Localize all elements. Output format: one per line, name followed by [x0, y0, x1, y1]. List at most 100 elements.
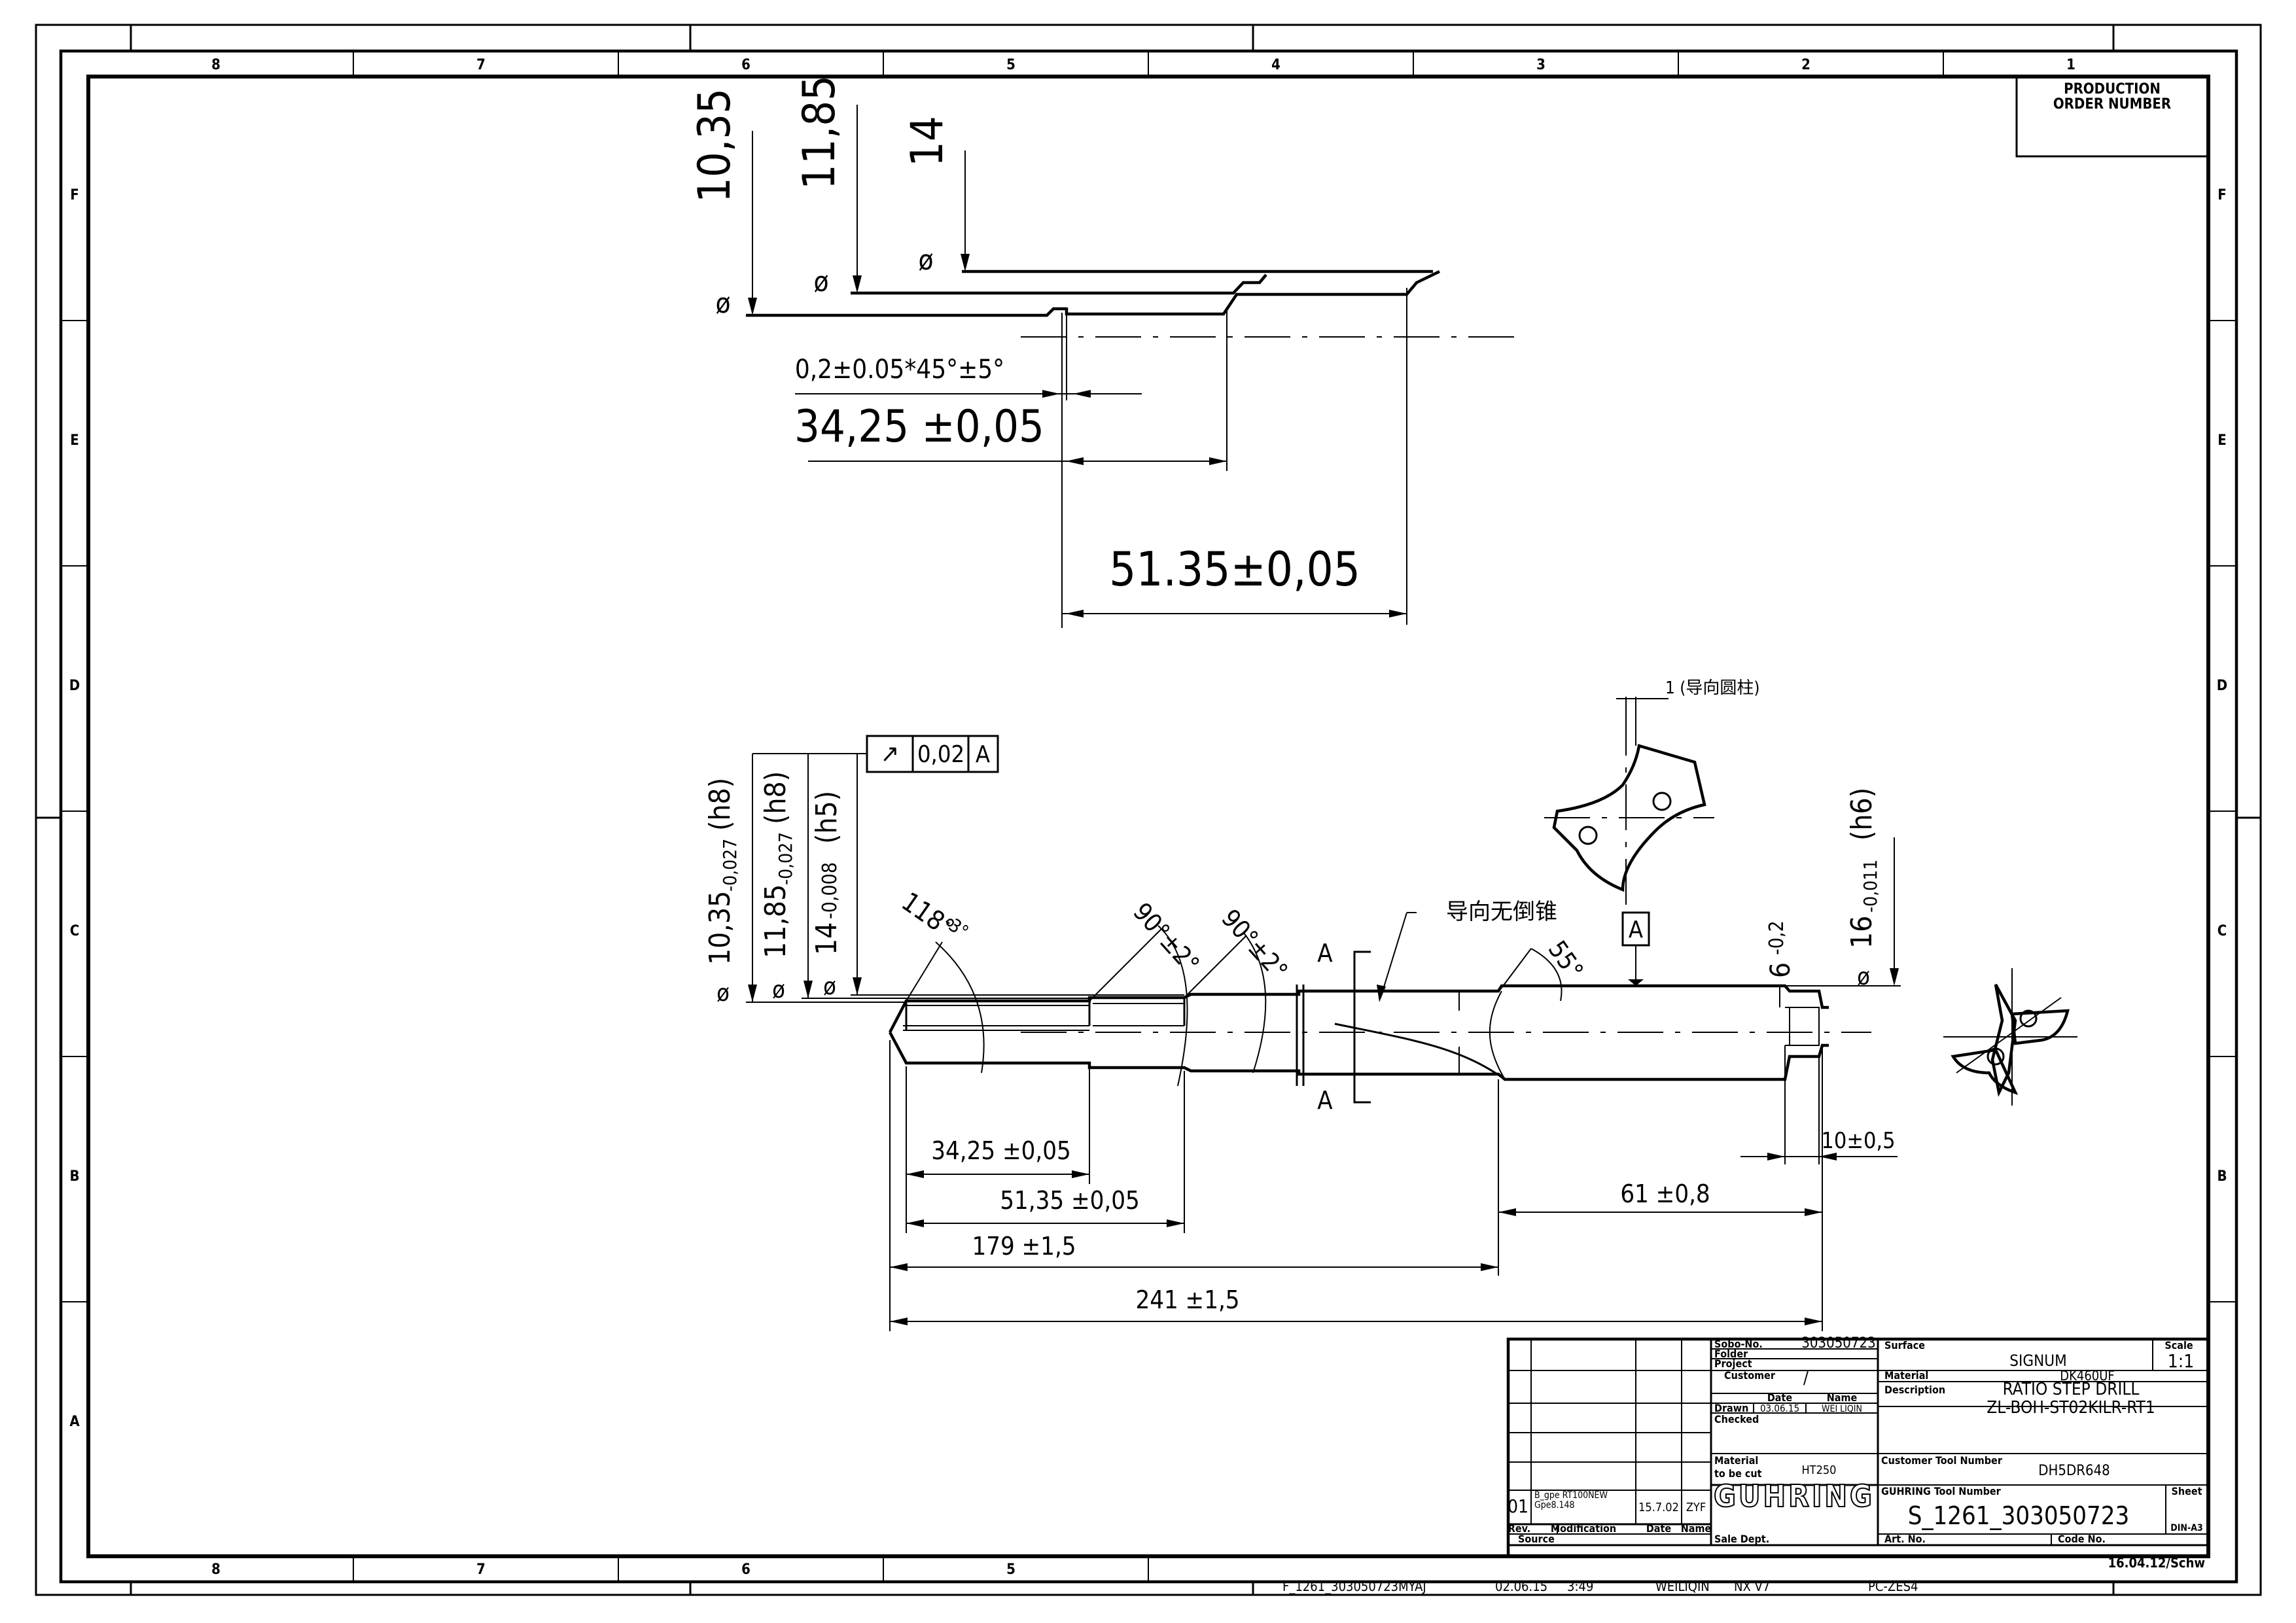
detail-dia-value-1: 10,35	[689, 88, 741, 203]
material-cut-label: Material	[1714, 1454, 1758, 1467]
zone-label-top-2: 2	[1801, 57, 1810, 73]
footer-user: WEILIQIN	[1655, 1579, 1710, 1594]
customer-tool-value: DH5DR648	[2038, 1463, 2110, 1479]
main-dia-1-fit: (h8)	[703, 778, 737, 831]
main-dia-3-tol: -0,008	[819, 862, 841, 919]
sale-dept-label: Sale Dept.	[1714, 1533, 1769, 1545]
guhring-logo: GUHRING	[1714, 1478, 1875, 1514]
runout-value: 0,02	[917, 741, 964, 768]
detail-profile-step2	[851, 273, 1267, 295]
detail-length-dim-1: 34,25 ±0,05	[794, 401, 1044, 453]
surface-value: SIGNUM	[2009, 1352, 2066, 1370]
description-label: Description	[1884, 1384, 1945, 1396]
zone-label-left-C: C	[70, 923, 80, 939]
main-dia-symbol-1: ø	[716, 980, 730, 1007]
detail-dia-value-3: 14	[902, 116, 953, 167]
customer-tool-label: Customer Tool Number	[1881, 1454, 2003, 1467]
rev-modification-1: B_gpe RT100NEW	[1534, 1490, 1608, 1501]
end-view-hole-1	[1987, 1047, 2005, 1066]
rev-modification-2: Gpe8.148	[1534, 1500, 1575, 1510]
drill-body	[889, 984, 1829, 1086]
zone-label-right-C: C	[2217, 923, 2227, 939]
main-dia-3-value: 14	[810, 922, 843, 955]
folder-label: Folder	[1714, 1348, 1748, 1360]
zone-label-right-B: B	[2217, 1168, 2227, 1185]
zone-label-left-A: A	[69, 1414, 80, 1430]
zone-label-top-5: 5	[1006, 57, 1016, 73]
zone-grid: 8 7 6 5 4 3 2 1 8 7 6 5 F E D C B A F E …	[61, 51, 2236, 1582]
material-cut-value: HT250	[1802, 1463, 1837, 1477]
main-dia-label-3: 14 -0,008 (h5)	[810, 791, 843, 955]
end-view	[1943, 968, 2077, 1106]
modification-label: Modification	[1551, 1522, 1616, 1535]
shank-dia-fit: (h6)	[1845, 788, 1879, 841]
zone-label-left-F: F	[70, 187, 79, 203]
drawn-label: Drawn	[1714, 1402, 1748, 1414]
main-dia-2-tol: -0,027	[775, 832, 796, 885]
footer: F_1261_303050723MYAJ 02.06.15 3:49 WEILI…	[1282, 1579, 1918, 1594]
rev-label: Rev.	[1508, 1522, 1530, 1535]
main-dia-label-1: 10,35 -0,027 (h8)	[703, 778, 741, 965]
zone-label-top-8: 8	[211, 57, 221, 73]
zone-label-bottom-7: 7	[476, 1562, 486, 1578]
zone-label-left-E: E	[70, 432, 79, 449]
shank-dia-value: 16	[1845, 916, 1879, 949]
detail-length-dim-2: 51.35±0,05	[1109, 542, 1360, 597]
zone-label-top-1: 1	[2066, 57, 2075, 73]
zone-label-top-6: 6	[741, 57, 751, 73]
art-no-label: Art. No.	[1884, 1533, 1926, 1545]
flat-depth-value: 6	[1764, 962, 1796, 978]
end-view-hole-2	[2019, 1009, 2038, 1028]
detail-dia-symbol-2: ø	[813, 266, 828, 298]
runout-symbol: ↗	[881, 739, 900, 768]
flat-length-dim: 10±0,5	[1821, 1128, 1895, 1154]
detail-dia-symbol-3: ø	[918, 244, 933, 276]
sheet-label: Sheet	[2171, 1485, 2202, 1497]
detail-chamfer-dim: 0,2±0.05*45°±5°	[795, 355, 1004, 385]
drawn-name: WEI LIQIN	[1822, 1404, 1862, 1414]
main-dim-61: 61 ±0,8	[1620, 1179, 1710, 1208]
coolant-hole-2	[1578, 826, 1598, 845]
zone-label-right-E: E	[2217, 432, 2227, 449]
title-block: 01 B_gpe RT100NEW Gpe8.148 15.7.02 ZYF R…	[1506, 1335, 2210, 1571]
template-ref: 16.04.12/Schw	[2108, 1555, 2205, 1571]
zone-label-right-D: D	[2217, 678, 2227, 694]
drawn-date: 03.06.15	[1760, 1403, 1799, 1414]
main-dia-2-fit: (h8)	[759, 771, 792, 824]
date-label: Date	[1767, 1391, 1793, 1404]
land-note: 1 (导向圆柱)	[1665, 678, 1760, 698]
flat-depth-label: 6 -0,2	[1764, 920, 1796, 978]
zone-label-left-D: D	[69, 678, 80, 694]
section-label-top: A	[1317, 939, 1333, 968]
sheet-frame	[35, 24, 2262, 1596]
rev-name: ZYF	[1686, 1501, 1706, 1514]
rev-name-label: Name	[1681, 1522, 1712, 1535]
rev-date: 15.7.02	[1638, 1501, 1679, 1514]
rev-number: 01	[1508, 1495, 1528, 1517]
main-dia-symbol-3: ø	[823, 973, 836, 1000]
surface-label: Surface	[1884, 1339, 1925, 1352]
step-angle-2: 90°±2°	[1216, 904, 1293, 986]
code-no-label: Code No.	[2058, 1533, 2106, 1545]
description-line-1: RATIO STEP DRILL	[2003, 1380, 2140, 1399]
coolant-hole-1	[1652, 792, 1672, 811]
zone-label-top-7: 7	[476, 57, 486, 73]
flat-depth-tol: -0,2	[1765, 920, 1788, 955]
footer-cad: NX V7	[1734, 1579, 1770, 1594]
runout-frame: ↗ 0,02 A	[746, 735, 1184, 1003]
guhring-tool-value: S_1261_303050723	[1908, 1501, 2130, 1530]
zone-label-bottom-6: 6	[741, 1562, 751, 1578]
customer-value: /	[1803, 1369, 1809, 1388]
detail-profile-step1	[746, 307, 1067, 317]
main-dia-1-tol: -0,027	[719, 839, 741, 892]
footer-time: 3:49	[1567, 1579, 1593, 1594]
section-label-bottom: A	[1317, 1086, 1333, 1115]
rev-date-label: Date	[1646, 1522, 1672, 1535]
main-dim-241: 241 ±1,5	[1135, 1285, 1239, 1314]
footer-file: F_1261_303050723MYAJ	[1282, 1579, 1426, 1594]
zone-label-bottom-8: 8	[211, 1562, 221, 1578]
step-angle-1: 90°±2°	[1127, 898, 1205, 979]
material-value: DK460UF	[2060, 1368, 2115, 1384]
